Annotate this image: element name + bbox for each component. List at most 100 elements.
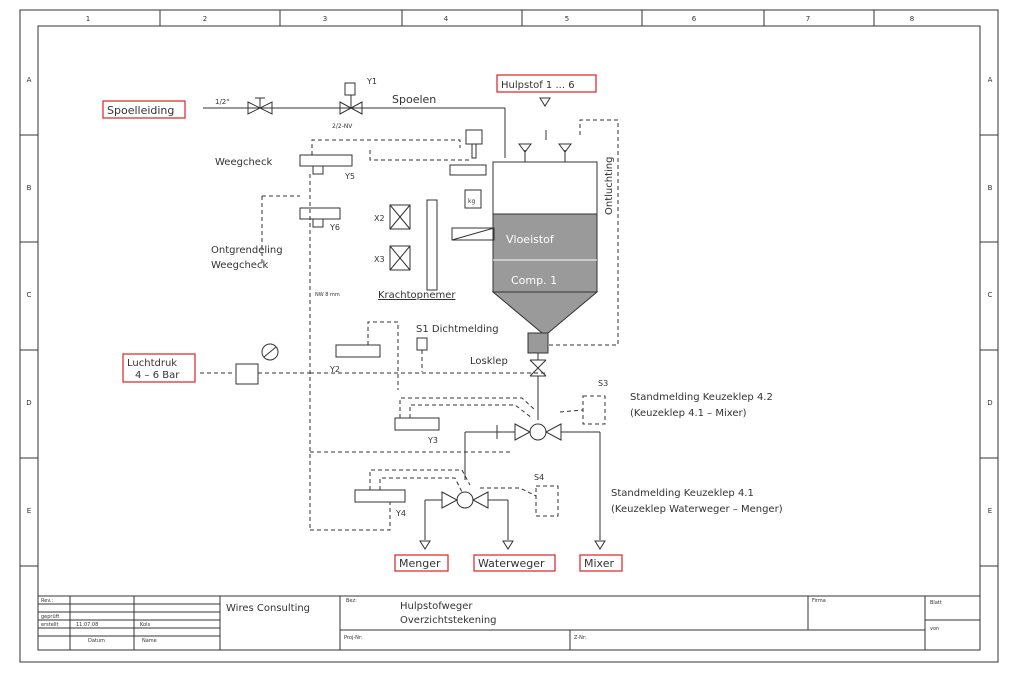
s1-sensor-icon [416, 337, 428, 351]
row-label-b-right: B [988, 184, 993, 192]
s4-switch-icon [535, 485, 559, 517]
solenoid-valve-y1-icon [339, 101, 363, 115]
s3-label: S3 [598, 379, 608, 388]
valve-y5-icon [299, 154, 353, 167]
blatt-label: Blatt [930, 600, 942, 606]
bez-label: Bez: [346, 598, 357, 604]
air-regulator-icon [235, 363, 259, 385]
hulpstof-box [496, 74, 597, 93]
hulpstof-label: Hulpstof 1 ... 6 [501, 80, 575, 91]
column-dividers [20, 10, 998, 567]
losklep-label: Losklep [470, 356, 508, 367]
mixer-box [579, 554, 623, 572]
title-line-1: Hulpstofweger [400, 601, 473, 612]
menger-label: Menger [399, 557, 441, 570]
row-label-a-right: A [988, 76, 993, 84]
valve-type-label: 2/2-NV [332, 123, 353, 130]
row-label-d: D [26, 399, 31, 407]
stand42-label-2: (Keuzeklep 4.1 – Mixer) [630, 408, 747, 419]
row-label-d-right: D [987, 399, 992, 407]
y1-label: Y1 [366, 77, 377, 86]
row-label-c-right: C [988, 291, 993, 299]
mixer-label: Mixer [584, 557, 614, 570]
mixer-arrow-icon [594, 540, 606, 550]
s3-switch-icon [582, 395, 606, 425]
title-block [38, 595, 980, 650]
weigh-valve-icon [449, 164, 487, 176]
krachtopnemer-label: Krachtopnemer [378, 290, 456, 301]
inner-frame [37, 25, 981, 651]
weegcheck-label: Weegcheck [215, 157, 272, 168]
small-note-label: NW 8 mm [315, 292, 340, 298]
ontgrendeling-label-2: Weegcheck [211, 260, 268, 271]
ontluchting-label: Ontluchting [604, 157, 615, 215]
losklep-valve-icon [529, 359, 547, 377]
erstellt-label: erstellt [41, 622, 59, 628]
waterweger-box [473, 554, 556, 572]
projnr-label: Proj-Nr: [344, 635, 363, 641]
x2-label: X2 [374, 214, 385, 223]
row-label-c: C [27, 291, 32, 299]
row-label-e-right: E [988, 507, 992, 515]
s4-label: S4 [534, 473, 544, 482]
spoelleiding-label: Spoelleiding [107, 104, 174, 117]
spoelleiding-box [102, 100, 186, 119]
gepruft-label: geprüft [41, 614, 59, 620]
date-value: 11.07.08 [76, 622, 98, 628]
valve-y4-icon [354, 489, 406, 503]
keuzeklep-41-icon [456, 491, 474, 509]
luchtdruk-label-2: 4 – 6 Bar [135, 370, 180, 381]
waterweger-arrow-icon [502, 540, 514, 550]
menger-box [394, 554, 449, 572]
manual-valve-icon [247, 101, 273, 115]
weigh-cylinder-icon [465, 129, 483, 145]
luchtdruk-label-1: Luchtdruk [127, 358, 177, 369]
pipe-size-label: 1/2" [215, 98, 230, 106]
ontgrendeling-label-1: Ontgrendeling [211, 245, 283, 256]
x3-label: X3 [374, 255, 385, 264]
y4-label: Y4 [395, 509, 406, 518]
waterweger-label: Waterweger [478, 557, 545, 570]
s1-label: S1 Dichtmelding [416, 324, 499, 335]
rev-label: Rev.: [41, 598, 53, 604]
menger-arrow-icon [419, 540, 431, 550]
hulpstof-arrow-icon [539, 97, 551, 107]
tank-nozzles [518, 130, 572, 162]
stand41-label-1: Standmelding Keuzeklep 4.1 [611, 488, 754, 499]
col-label-2: 2 [203, 15, 207, 23]
y2-label: Y2 [329, 365, 340, 374]
row-label-a: A [27, 76, 32, 84]
outer-frame [19, 9, 999, 663]
y5-label: Y5 [344, 172, 355, 181]
load-cell-icon [451, 227, 495, 241]
col-label-4: 4 [444, 15, 449, 23]
y6-label: Y6 [329, 223, 340, 232]
vloeistof-label: Vloeistof [506, 233, 555, 246]
silo-tank [491, 161, 599, 354]
vent-line [548, 119, 619, 346]
weigh-mass-icon [464, 189, 482, 209]
stand42-label-1: Standmelding Keuzeklep 4.2 [630, 392, 773, 403]
keuzeklep-42-icon [529, 423, 547, 441]
col-label-8: 8 [910, 15, 914, 23]
company-label: Wires Consulting [226, 603, 310, 614]
col-label-3: 3 [323, 15, 327, 23]
col-label-7: 7 [806, 15, 810, 23]
von-label: von [930, 626, 939, 632]
kg-label: kg [468, 198, 475, 205]
row-label-e: E [27, 507, 31, 515]
valve-y2-icon [335, 344, 381, 358]
valve-y3-icon [394, 417, 440, 431]
col-label-6: 6 [692, 15, 697, 23]
spoelen-label: Spoelen [392, 93, 436, 106]
load-cell-post [426, 199, 438, 291]
comp1-label: Comp. 1 [511, 274, 557, 287]
firma-label: Firma [812, 598, 826, 604]
x2-sensor-icon [389, 204, 411, 230]
col-label-5: 5 [565, 15, 569, 23]
pressure-gauge-icon [261, 343, 279, 361]
x3-sensor-icon [389, 245, 411, 271]
stand41-label-2: (Keuzeklep Waterweger – Menger) [611, 504, 783, 515]
name-label: Name [142, 638, 157, 644]
